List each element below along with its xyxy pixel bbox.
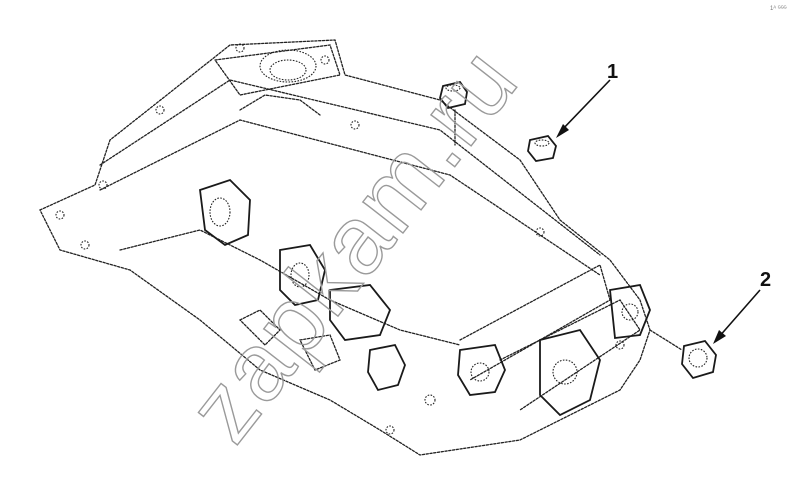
valve-assembly <box>199 178 651 417</box>
callout-leader-2 <box>713 289 761 344</box>
top-flange <box>235 43 330 83</box>
bolt-holes <box>55 105 625 435</box>
part-plug <box>649 329 717 380</box>
callout-label-1: 1 <box>607 61 618 83</box>
part-cap-nut <box>439 80 557 162</box>
callout-leader-1 <box>556 79 611 138</box>
callout-label-2: 2 <box>760 269 771 291</box>
corner-code: 1ᴬ ᴳᴳᴳ <box>770 4 787 12</box>
